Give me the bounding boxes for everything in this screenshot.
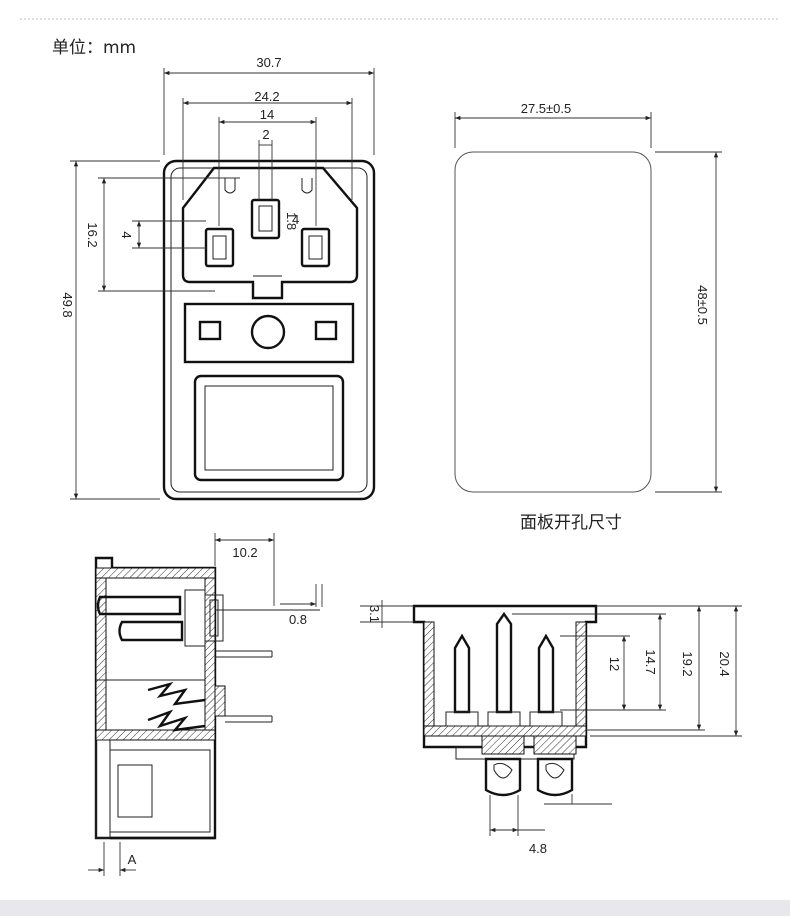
- unit-label: 单位：mm: [52, 38, 136, 58]
- dim-width-socket: 24.2: [254, 89, 279, 104]
- panel-cutout-outline: [454, 151, 652, 493]
- dim-width-overall: 30.7: [256, 55, 281, 70]
- earth-pin: [250, 198, 281, 240]
- dim-pin-spacing: 14: [260, 107, 274, 122]
- bottom-band: [0, 900, 790, 916]
- dim-height-overall: 49.8: [60, 292, 75, 317]
- panel-cutout-view: 27.5±0.5 48±0.5 面板开孔尺寸: [454, 101, 722, 533]
- bottom-pin-center: [495, 611, 513, 714]
- fuse-strip: [183, 302, 355, 364]
- rocker-switch: [193, 374, 345, 482]
- dim-cutout-height: 48±0.5: [695, 285, 710, 325]
- terminal-tab-left: [484, 757, 522, 797]
- side-pin-lower: [118, 620, 184, 642]
- dim-cutout-width: 27.5±0.5: [521, 101, 572, 116]
- neutral-pin: [300, 227, 331, 268]
- side-pin-upper: [96, 595, 182, 616]
- bottom-view: 3.1 12 14.7 19.2 20.4 4.8: [360, 600, 742, 856]
- front-view: 30.7 24.2 14 2 1.8 4 16.2 4 49.8: [60, 55, 376, 501]
- dim-12: 12: [607, 657, 622, 671]
- dim-flange: 3.1: [367, 605, 382, 623]
- bottom-pin-left: [453, 633, 471, 714]
- dim-socket-height: 16.2: [85, 222, 100, 247]
- dim-pin-length: 10.2: [232, 545, 257, 560]
- front-body-outline: [162, 159, 376, 501]
- dim-20-4: 20.4: [717, 651, 732, 676]
- dim-small-2: 4: [292, 212, 299, 227]
- section-mark: A: [128, 852, 137, 867]
- dim-panel-gap: 0.8: [289, 612, 307, 627]
- panel-cutout-caption: 面板开孔尺寸: [520, 513, 622, 533]
- dim-14-7: 14.7: [643, 649, 658, 674]
- bottom-pin-right: [537, 633, 555, 714]
- terminal-tab-right: [536, 757, 574, 797]
- dim-small-1: 1.8: [284, 212, 299, 230]
- live-pin: [204, 227, 235, 268]
- dim-earth-pin-width: 2: [262, 127, 269, 142]
- indicator-light: [250, 314, 286, 350]
- dim-19-2: 19.2: [680, 651, 695, 676]
- side-view: 10.2 0.8 A: [88, 533, 323, 876]
- dim-pin-width: 4: [119, 231, 134, 238]
- iec-socket-opening: [181, 166, 359, 300]
- dim-tab-width: 4.8: [529, 841, 547, 856]
